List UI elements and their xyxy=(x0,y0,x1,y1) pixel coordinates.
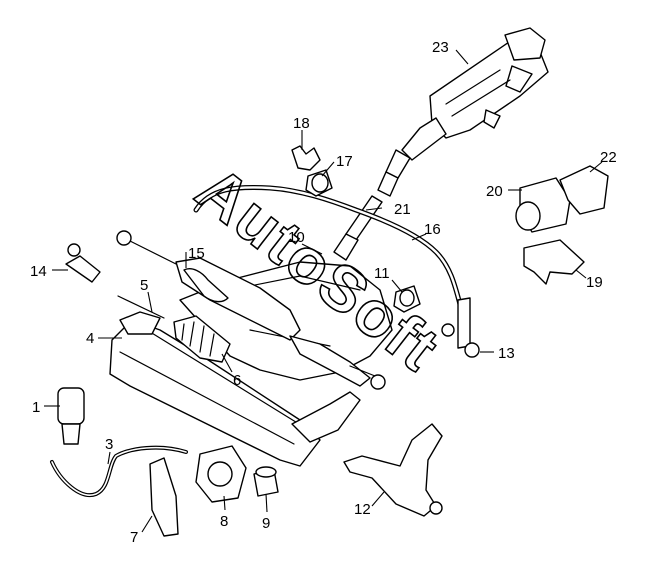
stabilizer-bush-part xyxy=(305,169,333,197)
intermediate-shaft-part xyxy=(333,195,383,261)
leader-line-8 xyxy=(223,495,226,511)
callout-22: 22 xyxy=(600,149,617,166)
leader-line-11 xyxy=(391,279,403,293)
callout-3: 3 xyxy=(105,436,113,453)
rack-gaiter-part xyxy=(173,315,231,363)
callout-6: 6 xyxy=(233,372,241,389)
abs-modulator-part xyxy=(515,165,609,233)
leader-line-7 xyxy=(141,515,153,533)
callout-18: 18 xyxy=(293,115,310,132)
pump-part xyxy=(195,445,247,503)
abs-bracket-part xyxy=(523,239,585,285)
drop-link-part xyxy=(441,297,480,358)
leader-line-19 xyxy=(575,269,587,279)
leader-line-21 xyxy=(365,207,383,211)
callout-7: 7 xyxy=(130,529,138,546)
leader-lines xyxy=(44,49,603,533)
leader-line-12 xyxy=(371,491,385,507)
callout-1: 1 xyxy=(32,399,40,416)
leader-line-3 xyxy=(107,451,111,465)
steering-column-part xyxy=(377,27,549,197)
tie-rod-part xyxy=(117,295,165,319)
callout-12: 12 xyxy=(354,501,371,518)
callout-16: 16 xyxy=(424,221,441,238)
steering-rack-part xyxy=(116,230,386,390)
callout-15: 15 xyxy=(188,245,205,262)
callout-5: 5 xyxy=(140,277,148,294)
leader-line-23 xyxy=(455,49,469,65)
callout-13: 13 xyxy=(498,345,515,362)
callout-8: 8 xyxy=(220,513,228,530)
callout-11: 11 xyxy=(374,265,390,282)
callout-10: 10 xyxy=(288,229,305,246)
stabilizer-bar-part xyxy=(193,184,465,315)
stabilizer-clamp-part xyxy=(291,145,321,171)
pipe-part xyxy=(50,445,188,498)
leader-line-22 xyxy=(589,161,603,173)
leader-line-9 xyxy=(265,493,268,513)
callout-4: 4 xyxy=(86,330,94,347)
callout-labels: 1 3 4 5 6 7 8 9 10 11 12 13 14 15 16 17 … xyxy=(30,39,617,546)
bush-part xyxy=(393,285,421,313)
callout-19: 19 xyxy=(586,274,603,291)
callout-20: 20 xyxy=(486,183,503,200)
leader-line-10 xyxy=(301,243,323,255)
reservoir-part xyxy=(57,387,85,445)
callout-21: 21 xyxy=(394,201,411,218)
leader-line-17 xyxy=(321,161,335,177)
leader-line-5 xyxy=(147,291,153,313)
leader-line-6 xyxy=(221,353,233,373)
callout-23: 23 xyxy=(432,39,449,56)
bracket-part xyxy=(149,457,179,537)
callout-9: 9 xyxy=(262,515,270,532)
lower-arm-part xyxy=(343,423,443,517)
callout-17: 17 xyxy=(336,153,353,170)
leader-line-16 xyxy=(411,233,427,241)
mount-part xyxy=(253,466,279,497)
tie-rod-end-part xyxy=(65,243,101,283)
callout-14: 14 xyxy=(30,263,47,280)
